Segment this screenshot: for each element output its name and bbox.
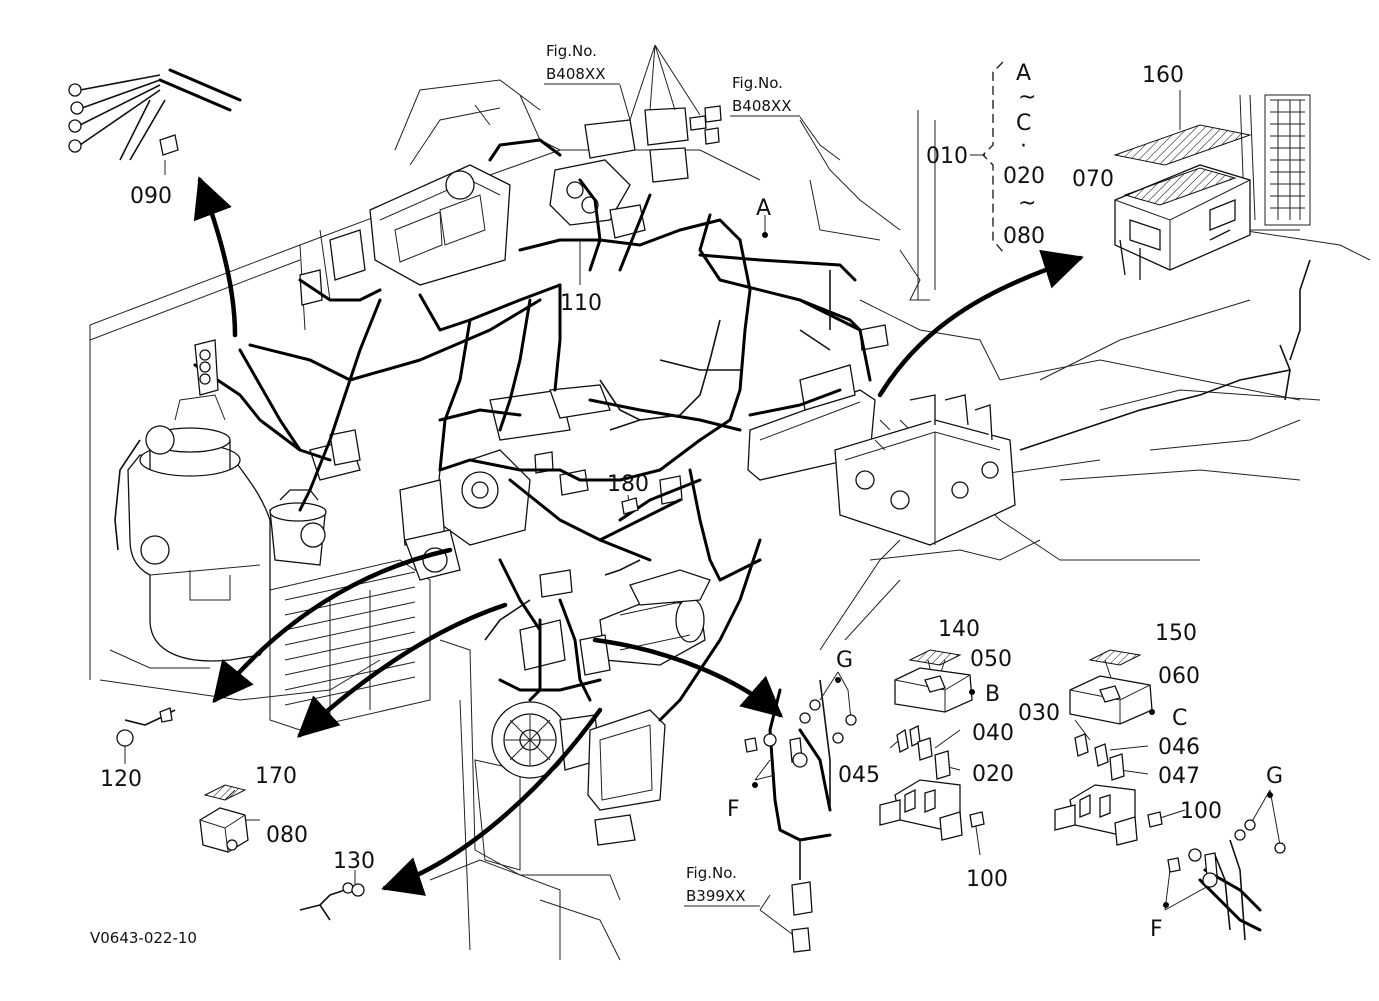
starter-motor (579, 569, 711, 676)
clip-180 (621, 497, 639, 515)
part-number-labels: 090 110 180 120 170 080 130 160 070 140 … (100, 63, 1222, 892)
fig-ref-top-left-line2: B408XX (546, 65, 605, 83)
label-047: 047 (1158, 764, 1200, 789)
bracket-item-tilde-1: ~ (1018, 85, 1036, 110)
reservoir-tank (127, 394, 271, 662)
label-110: 110 (560, 291, 602, 316)
ground-terminals-right (1167, 819, 1286, 888)
fuse-holder-080 (199, 784, 249, 853)
sensor-120 (116, 707, 176, 747)
relay-socket-right (1054, 733, 1163, 846)
label-F-mid: F (727, 797, 740, 822)
ground-terminals-mid (744, 699, 857, 953)
radiator-grille (1264, 94, 1311, 226)
battery-cable-terminals (68, 68, 242, 396)
letter-labels: A B C G F G F (727, 196, 1283, 942)
label-160: 160 (1142, 63, 1184, 88)
label-sheet-160 (1113, 124, 1252, 166)
wiring-harness (193, 138, 1262, 932)
fig-ref-top-mid-line1: Fig.No. (732, 74, 783, 92)
fig-ref-top-left-line1: Fig.No. (546, 42, 597, 60)
fig-ref-bottom-line2: B399XX (686, 887, 745, 905)
label-080: 080 (266, 823, 308, 848)
anchor-dots (752, 232, 1273, 908)
label-070: 070 (1072, 167, 1114, 192)
machine-frame-outline (89, 79, 1371, 701)
label-A: A (756, 196, 771, 221)
label-170: 170 (255, 764, 297, 789)
label-020: 020 (972, 762, 1014, 787)
label-046: 046 (1158, 735, 1200, 760)
label-050: 050 (970, 647, 1012, 672)
label-060: 060 (1158, 664, 1200, 689)
label-150: 150 (1155, 621, 1197, 646)
bracket-item-A: A (1016, 61, 1031, 86)
alternator (491, 701, 601, 779)
fig-ref-bottom-line1: Fig.No. (686, 864, 737, 882)
fuse-holder-050 (894, 649, 973, 713)
thin-wires (114, 259, 1311, 941)
battery-bracket (587, 709, 666, 846)
fuse-holder-060 (1069, 649, 1153, 725)
label-G-mid: G (836, 648, 853, 673)
label-G-right: G (1266, 764, 1283, 789)
callout-arrows (193, 176, 1084, 896)
bracket-item-tilde-2: ~ (1018, 191, 1036, 216)
ecu-box (299, 164, 511, 306)
label-140: 140 (938, 617, 980, 642)
label-010: 010 (926, 144, 968, 169)
fig-ref-top-mid-line2: B408XX (732, 97, 791, 115)
sensor-130 (299, 882, 365, 921)
label-030: 030 (1018, 701, 1060, 726)
reference-labels: Fig.No. B408XX Fig.No. B408XX Fig.No. B3… (90, 42, 800, 947)
label-F-right: F (1150, 917, 1163, 942)
fuse-box-cover-070 (1114, 164, 1251, 280)
bracket-item-C: C (1016, 111, 1031, 136)
label-120: 120 (100, 767, 142, 792)
group-bracket (970, 61, 1004, 253)
label-130: 130 (333, 849, 375, 874)
label-C: C (1172, 706, 1187, 731)
relay-socket-left (879, 725, 985, 841)
label-180: 180 (607, 472, 649, 497)
label-100-left: 100 (966, 867, 1008, 892)
bracket-item-020: 020 (1003, 164, 1045, 189)
figure-code: V0643-022-10 (90, 929, 197, 947)
label-B: B (985, 682, 1000, 707)
control-valve-block (834, 394, 1016, 546)
relay-cluster-top (549, 105, 722, 239)
bracket-item-dot: · (1020, 134, 1027, 159)
label-090: 090 (130, 184, 172, 209)
label-040: 040 (972, 721, 1014, 746)
bracket-item-080: 080 (1003, 224, 1045, 249)
label-100-right: 100 (1180, 799, 1222, 824)
label-045: 045 (838, 763, 880, 788)
bracket-labels: 010 A ~ C · 020 ~ 080 (926, 61, 1045, 249)
